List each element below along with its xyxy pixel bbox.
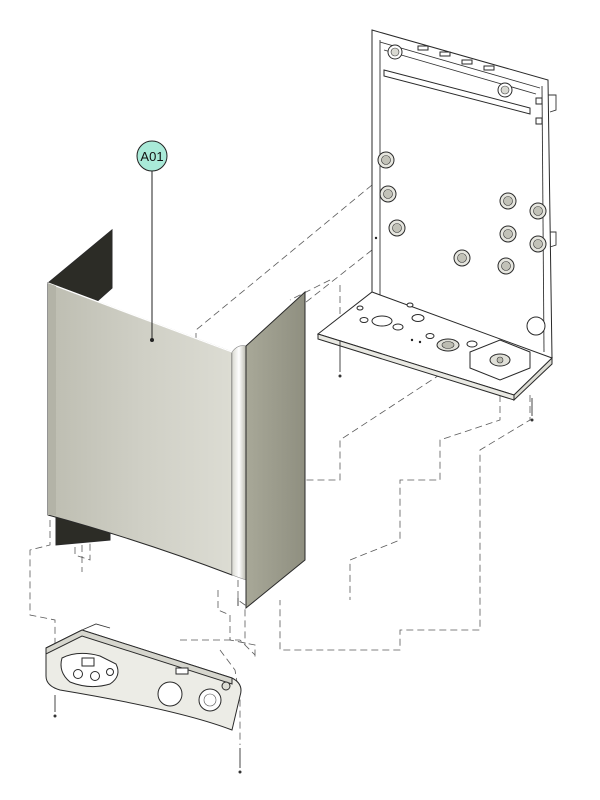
control-panel xyxy=(45,623,242,731)
callout-a01: A01 xyxy=(136,140,168,342)
callout-label: A01 xyxy=(140,149,163,164)
screws xyxy=(53,340,534,774)
back-frame xyxy=(316,29,557,402)
front-casing xyxy=(47,228,306,610)
mounting-bosses-left xyxy=(377,151,406,237)
mounting-bosses-right xyxy=(453,192,547,275)
